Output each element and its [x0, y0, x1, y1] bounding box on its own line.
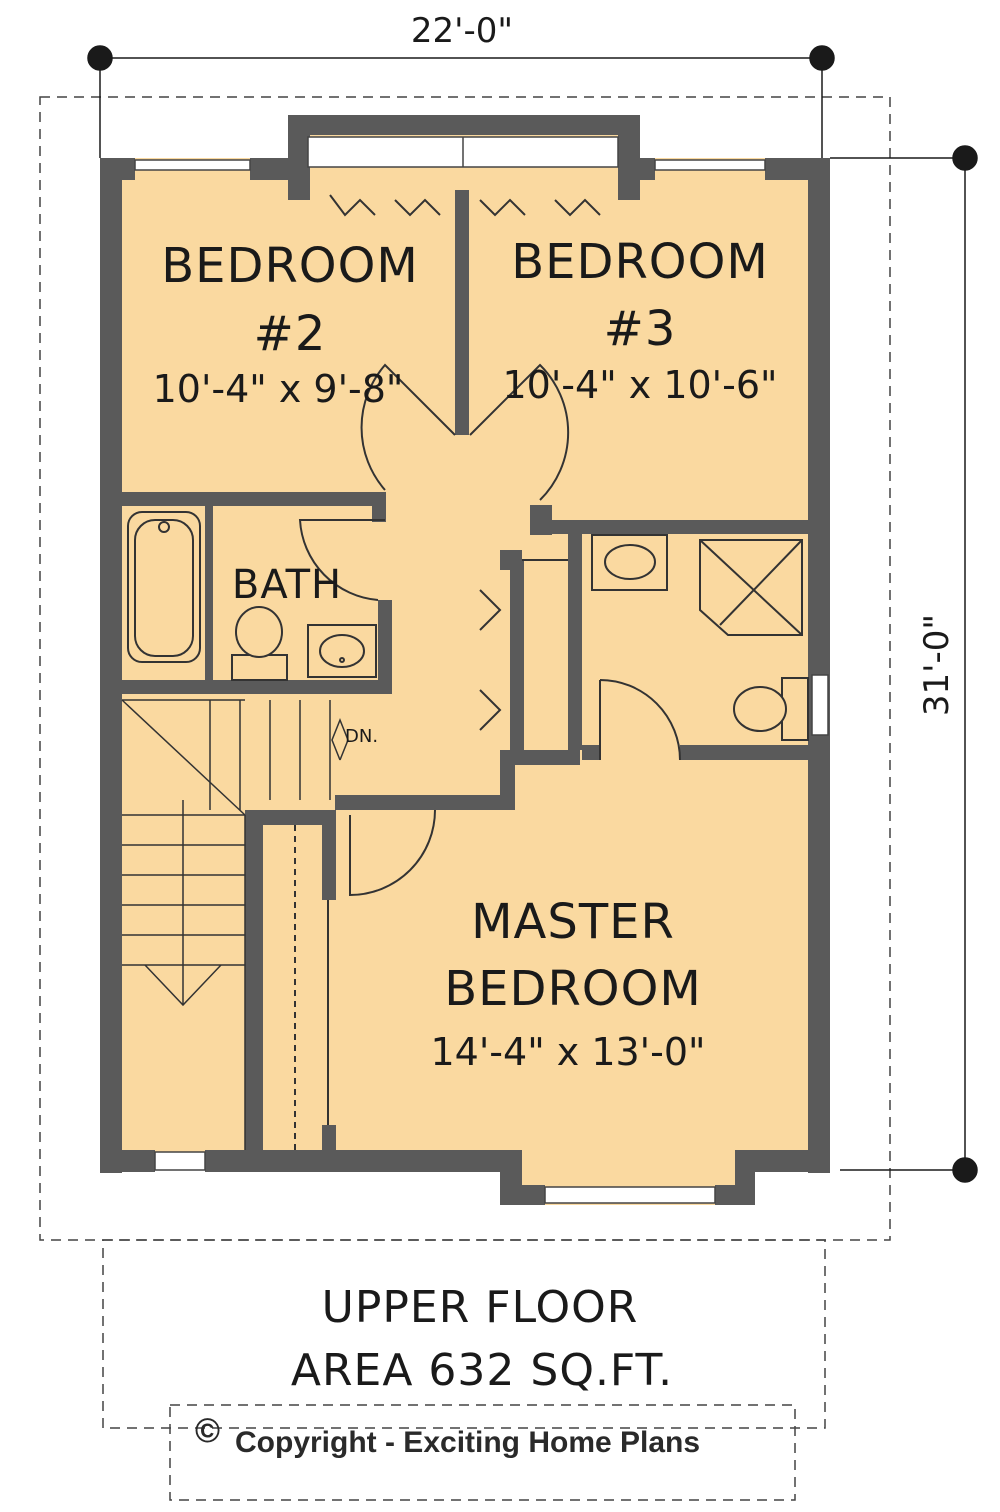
caption-line1: UPPER FLOOR: [322, 1282, 639, 1333]
staircase: [121, 699, 349, 1150]
exterior-walls: [100, 115, 830, 1205]
width-dimension-label: 22'-0": [411, 11, 513, 51]
closet-doors: [329, 194, 601, 731]
dashed-outline: [39, 96, 891, 1501]
master-size: 14'-4" x 13'-0": [431, 1030, 706, 1074]
bathtub-icon: [127, 511, 201, 663]
depth-dimension: [830, 145, 978, 1183]
door-swings: [298, 363, 681, 897]
bedroom3-size: 10'-4" x 10'-6": [503, 363, 778, 407]
sink-icon: [307, 624, 377, 678]
shower-icon: [699, 539, 803, 636]
master-name-line1: MASTER: [471, 894, 675, 950]
bedroom2-number: #2: [254, 306, 327, 362]
copyright-symbol: ©: [195, 1412, 220, 1450]
caption-line2: AREA 632 SQ.FT.: [291, 1345, 673, 1396]
bedroom2-name: BEDROOM: [161, 238, 419, 294]
windows: [134, 136, 829, 1204]
bath-name: BATH: [232, 562, 342, 608]
bedroom2-size: 10'-4" x 9'-8": [153, 367, 404, 411]
bedroom3-name: BEDROOM: [511, 234, 769, 290]
copyright-text: Copyright - Exciting Home Plans: [235, 1426, 700, 1459]
master-closet: [294, 825, 329, 1150]
toilet-icon: [231, 606, 288, 681]
width-dimension: [87, 45, 835, 158]
depth-dimension-label: 31'-0": [917, 614, 957, 716]
master-toilet-icon: [733, 677, 809, 741]
master-name-line2: BEDROOM: [444, 961, 702, 1017]
bedroom3-number: #3: [604, 301, 677, 357]
master-sink-icon: [591, 534, 668, 591]
stairs-down-label: DN.: [345, 726, 378, 747]
